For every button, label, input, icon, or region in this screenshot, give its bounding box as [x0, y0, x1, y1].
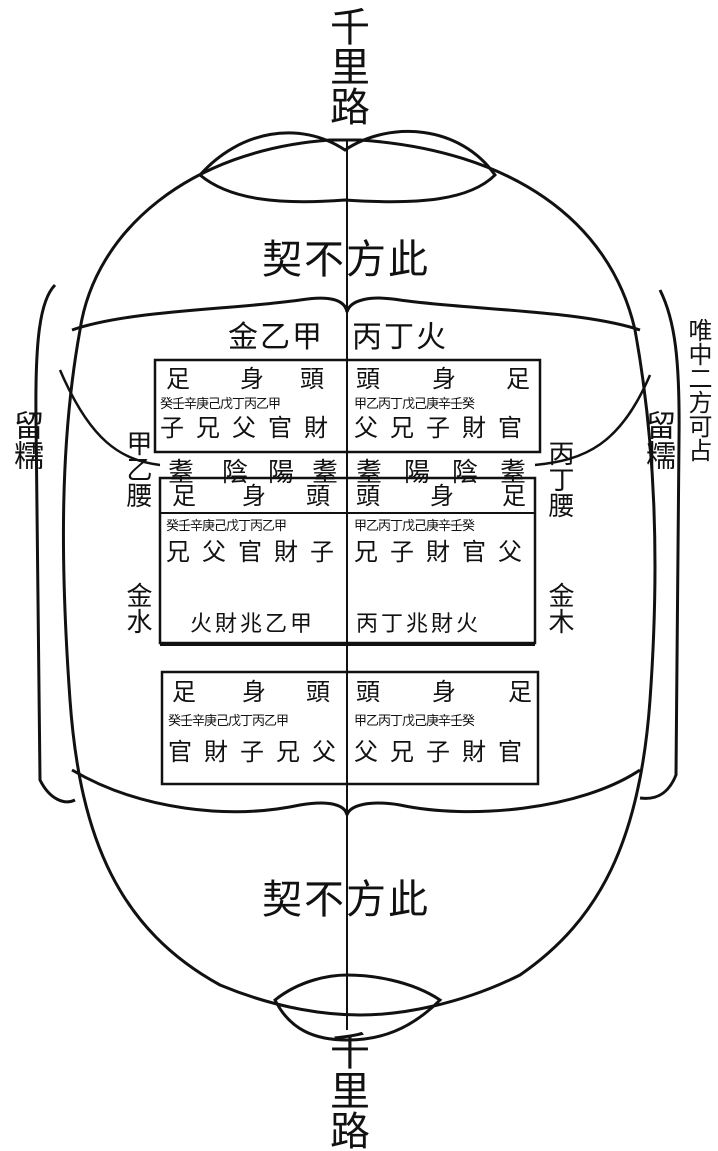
- lower-band: [71, 768, 641, 816]
- b2-right-body: 身: [430, 482, 454, 510]
- upper-stems-left: 金乙甲: [228, 320, 324, 355]
- b3-left-foot: 足: [172, 678, 196, 706]
- b3-left-head: 頭: [306, 678, 330, 706]
- b1-right-yy-1: 陽: [404, 458, 431, 488]
- b1-left-yy-0: 耋: [168, 458, 195, 488]
- bottom-phrase: 此方不契: [262, 877, 430, 923]
- b1-left-yy-1: 陰: [222, 458, 249, 488]
- b1-left-kin: 子兄父官財: [160, 414, 340, 442]
- b3-left-stems: 癸壬辛庚己戊丁丙乙甲: [168, 714, 289, 729]
- block1-frame: [153, 358, 542, 454]
- b2-left-foot: 足: [172, 482, 196, 510]
- left-retain: 留糯: [8, 410, 43, 470]
- b2-right-kin: 兄子財官父: [354, 538, 534, 566]
- b1-left-yy-2: 陽: [268, 458, 295, 488]
- b1-right-yy-0: 耋: [356, 458, 383, 488]
- bottom-scute: [273, 973, 443, 1042]
- b3-right-kin: 父兄子財官: [354, 738, 534, 766]
- b1-left-body: 身: [240, 365, 264, 393]
- block2-frame: [158, 476, 537, 645]
- b1-right-kin: 父兄子財官: [354, 414, 534, 442]
- b2-left-body: 身: [242, 482, 266, 510]
- b3-right-body: 身: [432, 678, 456, 706]
- b1-right-stems: 甲乙丙丁戊己庚辛壬癸: [354, 397, 475, 412]
- b1-right-body: 身: [432, 365, 456, 393]
- b1-right-yy-3: 耋: [500, 458, 527, 488]
- right-note: 唯中二方可占: [684, 318, 712, 462]
- top-road: 千里路: [323, 6, 369, 126]
- b1-left-head: 頭: [300, 365, 324, 393]
- top-scute: [197, 130, 497, 204]
- b1-right-head: 頭: [356, 365, 380, 393]
- b2-left-kin: 兄父官財子: [166, 538, 346, 566]
- b1-left-yy-3: 耋: [312, 458, 339, 488]
- b3-right-stems: 甲乙丙丁戊己庚辛壬癸: [354, 714, 475, 729]
- bottom-road: 千里路: [323, 1030, 369, 1150]
- b3-right-head: 頭: [356, 678, 380, 706]
- b1-left-stems: 癸壬辛庚己戊丁丙乙甲: [160, 397, 281, 412]
- b1-right-foot: 足: [506, 365, 530, 393]
- b2-right-stems: 甲乙丙丁戊己庚辛壬癸: [354, 519, 475, 534]
- b2-right-foot: 足: [502, 482, 526, 510]
- left-waist-label: 甲乙腰: [122, 430, 152, 508]
- b3-left-body: 身: [242, 678, 266, 706]
- left-waist-elements: 金水: [122, 582, 152, 634]
- b1-left-foot: 足: [166, 365, 190, 393]
- b3-right-foot: 足: [508, 678, 532, 706]
- top-phrase: 此方不契: [262, 237, 430, 283]
- left-wing-curve: [58, 369, 161, 467]
- right-retain: 留糯: [640, 410, 675, 470]
- upper-band: [71, 296, 641, 332]
- b2-right-head: 頭: [356, 482, 380, 510]
- right-waist-label: 丙丁腰: [544, 440, 574, 518]
- b2-left-stems: 癸壬辛庚己戊丁丙乙甲: [166, 519, 287, 534]
- upper-stems-right: 丙丁火: [352, 320, 448, 355]
- b2-left-head: 頭: [306, 482, 330, 510]
- middle-band-left: 火財兆乙甲: [190, 612, 316, 637]
- middle-band-right: 丙丁兆財火: [356, 612, 482, 637]
- right-wing-curve: [534, 374, 652, 467]
- b3-left-kin: 官財子兄父: [168, 738, 348, 766]
- b1-right-yy-2: 陰: [452, 458, 479, 488]
- left-wing: [34, 283, 76, 804]
- right-wing: [639, 289, 681, 800]
- right-waist-elements: 金木: [544, 582, 574, 634]
